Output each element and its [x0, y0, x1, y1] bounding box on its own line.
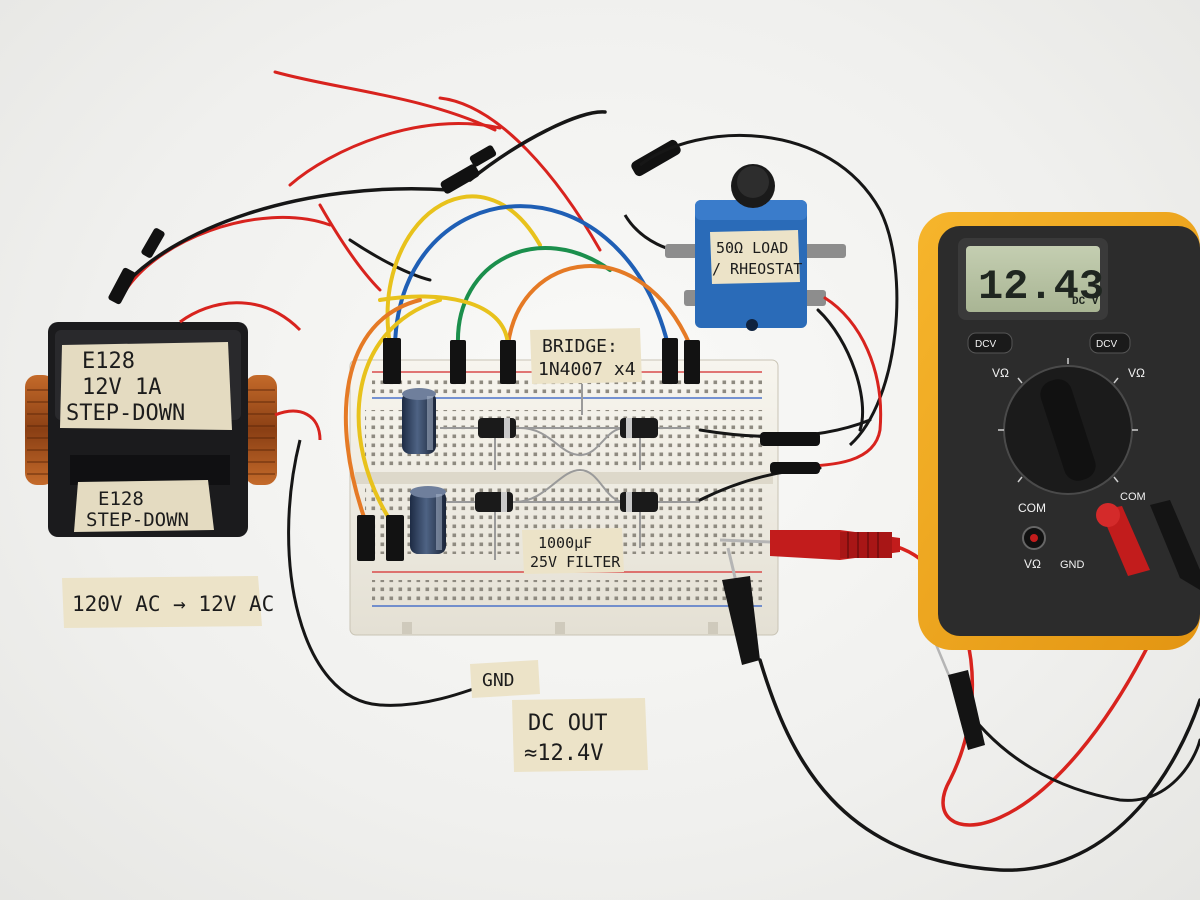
rheostat: 50Ω LOAD / RHEOSTAT [623, 134, 899, 447]
transformer-type-label: STEP-DOWN [66, 401, 185, 426]
gnd-label: GND [482, 670, 515, 691]
filter-value-label: 1000μF [538, 534, 592, 552]
filter-capacitors [402, 388, 446, 554]
rotary-dial-knob[interactable] [1037, 376, 1100, 485]
jack-label-vohm: VΩ [1024, 557, 1041, 571]
multimeter: 12.43 DC V DCV DCV VΩ VΩ COM VΩ GND COM [918, 212, 1200, 650]
jumper-wires [343, 194, 692, 522]
transformer-front-type-label: STEP-DOWN [86, 509, 189, 531]
dc-out-value-label: ≈12.4V [524, 741, 603, 766]
multimeter-dcv-button-left[interactable]: DCV [975, 339, 996, 350]
jumper-plugs [357, 338, 700, 561]
loose-top-wires [118, 70, 607, 302]
ground-wire [287, 439, 521, 707]
filter-rating-label: 25V FILTER [530, 553, 621, 571]
dial-label-vohm-right: VΩ [1128, 366, 1145, 380]
load-type-label: / RHEOSTAT [712, 260, 802, 278]
dial-label-vohm-left: VΩ [992, 366, 1009, 380]
multimeter-lcd-reading: 12.43 [978, 263, 1104, 311]
multimeter-dcv-button-right[interactable]: DCV [1096, 339, 1117, 350]
transformer-front-model-label: E128 [98, 488, 144, 510]
bridge-title-label: BRIDGE: [542, 336, 618, 357]
jack-label-gnd: GND [1060, 559, 1085, 571]
dc-out-title-label: DC OUT [528, 711, 607, 736]
transformer-rating-label: 12V 1A [82, 375, 161, 400]
jack-label-com-right: COM [1120, 491, 1146, 503]
load-value-label: 50Ω LOAD [716, 239, 788, 257]
transformer-model-label: E128 [82, 349, 135, 374]
right-side-wires [698, 296, 883, 502]
red-probe [719, 530, 900, 560]
voltage-note-label: 120V AC → 12V AC [72, 592, 274, 616]
wire-connectors [108, 139, 681, 305]
transformer-top-tape: E128 12V 1A STEP-DOWN [60, 342, 232, 430]
voltage-note-tape: 120V AC → 12V AC [62, 576, 274, 628]
transformer-front-tape: E128 STEP-DOWN [74, 480, 214, 532]
bridge-diodes [440, 418, 700, 560]
gnd-tape: GND [470, 660, 540, 698]
filter-tape: 1000μF 25V FILTER [522, 528, 624, 574]
dc-out-tape: DC OUT ≈12.4V [512, 698, 648, 772]
jack-label-com-left: COM [1018, 501, 1046, 515]
bridge-tape: BRIDGE: 1N4007 x4 [530, 328, 642, 415]
bridge-parts-label: 1N4007 x4 [538, 359, 636, 380]
multimeter-lcd-unit: DC V [1072, 296, 1099, 308]
